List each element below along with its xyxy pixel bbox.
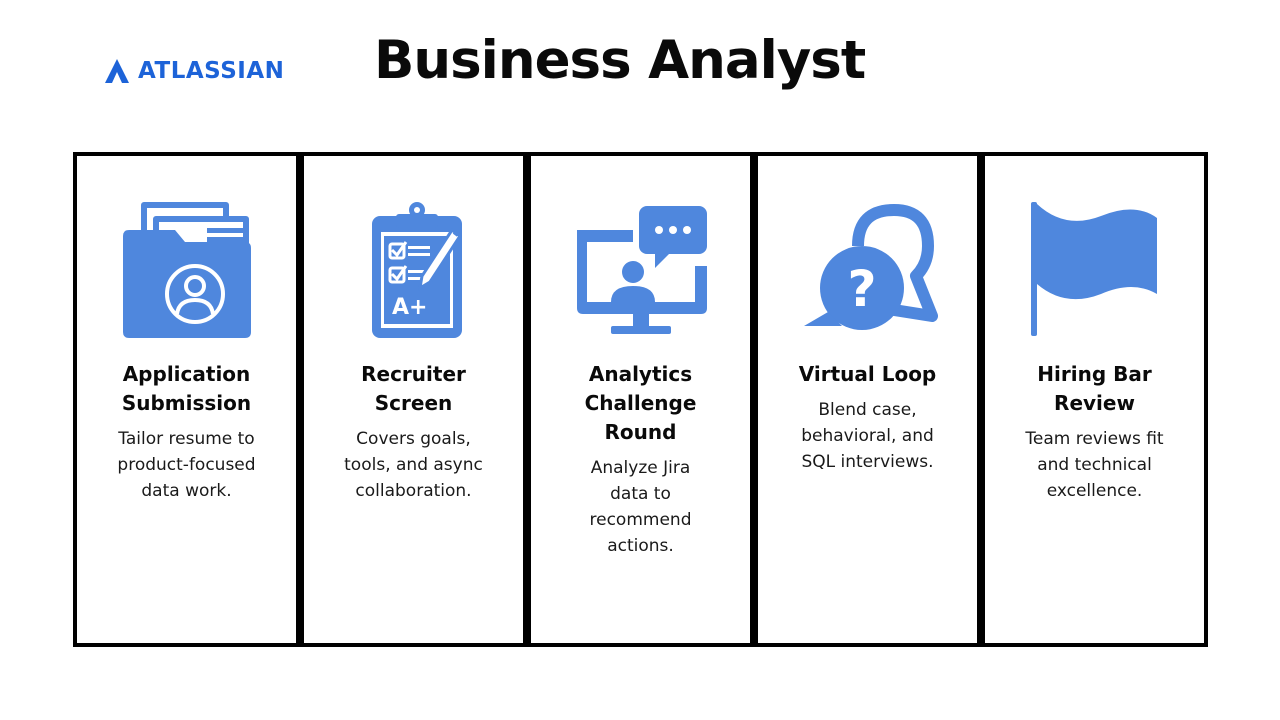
stage-title: Analytics Challenge Round: [584, 362, 697, 444]
monitor-chat-icon: [571, 202, 711, 342]
stage-card-analytics-challenge: Analytics Challenge Round Analyze Jira d…: [527, 152, 754, 647]
stage-card-hiring-bar-review: Hiring Bar Review Team reviews fit and t…: [981, 152, 1208, 647]
clipboard-checklist-icon: A+: [344, 202, 484, 342]
stage-card-virtual-loop: ? Virtual Loop Blend case, behavioral, a…: [754, 152, 981, 647]
stage-description: Tailor resume to product-focused data wo…: [117, 429, 256, 501]
stage-title: Application Submission: [121, 362, 252, 415]
stage-description: Covers goals, tools, and async collabora…: [344, 429, 483, 501]
question-chat-icon: ?: [798, 202, 938, 342]
stage-card-recruiter-screen: A+ Recruiter Screen Covers goals, tools,…: [300, 152, 527, 647]
atlassian-mark-icon: [105, 59, 129, 83]
svg-text:?: ?: [847, 260, 876, 318]
stage-title: Recruiter Screen: [361, 362, 466, 415]
svg-text:A+: A+: [392, 295, 427, 320]
stage-description: Team reviews fit and technical excellenc…: [1025, 429, 1164, 501]
logo-text: ATLASSIAN: [138, 58, 285, 84]
stage-title: Virtual Loop: [798, 362, 937, 386]
stage-description: Blend case, behavioral, and SQL intervie…: [801, 400, 934, 472]
atlassian-logo: ATLASSIAN: [104, 58, 284, 84]
stage-title: Hiring Bar Review: [1037, 362, 1152, 415]
page-title: Business Analyst: [374, 30, 866, 91]
flag-icon: [1025, 202, 1165, 342]
stage-description: Analyze Jira data to recommend actions.: [589, 458, 692, 556]
folder-user-icon: [117, 202, 257, 342]
stage-card-application-submission: Application Submission Tailor resume to …: [73, 152, 300, 647]
